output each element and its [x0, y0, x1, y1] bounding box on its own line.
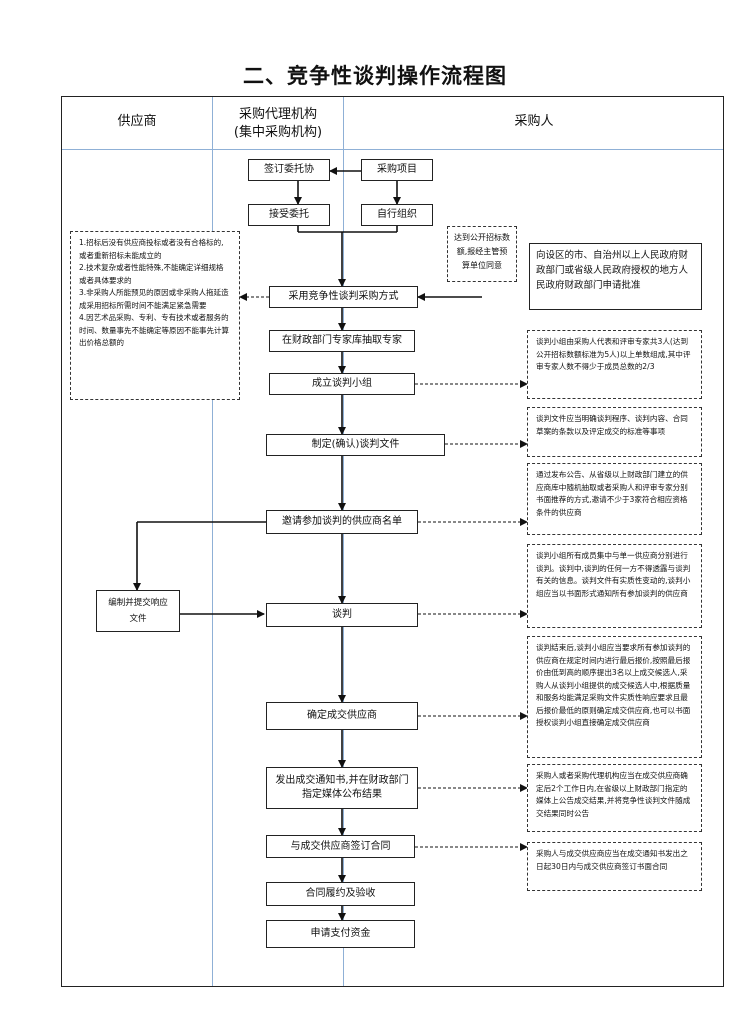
- lane-header-divider: [62, 149, 723, 150]
- step-procurement-project[interactable]: 采购项目: [361, 159, 433, 181]
- step-accept-entrust[interactable]: 接受委托: [248, 204, 330, 226]
- step-perform-accept[interactable]: 合同履约及验收: [266, 882, 415, 906]
- lane-header-agency-line2: (集中采购机构): [233, 125, 323, 140]
- lane-header-purchaser: 采购人: [514, 114, 554, 129]
- lane-header-agency-line1: 采购代理机构: [238, 107, 317, 122]
- note-group-composition: 谈判小组由采购人代表和评审专家共3人(达到公开招标数额标准为5人)以上单数组成,…: [527, 330, 702, 399]
- step-apply-payment[interactable]: 申请支付资金: [266, 920, 415, 948]
- step-sign-entrust[interactable]: 签订委托协: [248, 159, 330, 181]
- note-approval: 向设区的市、自治州以上人民政府财政部门或省级人民政府授权的地方人民政府财政部门申…: [529, 243, 702, 310]
- step-negotiate[interactable]: 谈判: [266, 603, 418, 627]
- note-final-offer: 谈判结束后,谈判小组应当要求所有参加谈判的供应商在规定时间内进行最后报价,按照最…: [527, 636, 702, 758]
- lane-divider-1: [212, 97, 213, 986]
- condition-1: 1.招标后没有供应商投标或者没有合格标的,或者重新招标未能成立的: [79, 238, 224, 260]
- lane-header-supplier: 供应商: [117, 114, 157, 129]
- step-adopt-method[interactable]: 采用竞争性谈判采购方式: [269, 286, 418, 308]
- condition-3: 3.非采购人所能预见的原因或非采购人拖延造成采用招标所需时间不能满足紧急需要: [79, 288, 229, 310]
- step-self-organize[interactable]: 自行组织: [361, 204, 433, 226]
- lane-header-agency: 采购代理机构 (集中采购机构): [213, 106, 343, 142]
- note-announcement: 采购人或者采购代理机构应当在成交供应商确定后2个工作日内,在省级以上财政部门指定…: [527, 764, 702, 832]
- note-supplier-selection: 通过发布公告、从省级以上财政部门建立的供应商库中随机抽取或者采购人和评审专家分别…: [527, 463, 702, 535]
- note-negotiation-rules: 谈判小组所有成员集中与单一供应商分别进行谈判。谈判中,谈判的任何一方不得透露与谈…: [527, 544, 702, 628]
- note-budget-threshold: 达到公开招标数额,报经主管预算单位同意: [447, 226, 517, 282]
- note-document-content: 谈判文件应当明确谈判程序、谈判内容、合同草案的条款以及评定成交的标准等事项: [527, 407, 702, 457]
- step-prepare-response[interactable]: 编制并提交响应文件: [96, 590, 180, 632]
- step-extract-experts[interactable]: 在财政部门专家库抽取专家: [269, 330, 415, 352]
- step-determine-supplier[interactable]: 确定成交供应商: [266, 702, 418, 730]
- step-make-document[interactable]: 制定(确认)谈判文件: [266, 434, 445, 456]
- condition-4: 4.因艺术品采购、专利、专有技术或者服务的时间、数量事先不能确定等原因不能事先计…: [79, 313, 229, 347]
- step-invite-suppliers[interactable]: 邀请参加谈判的供应商名单: [266, 510, 418, 534]
- step-form-group[interactable]: 成立谈判小组: [269, 373, 415, 395]
- step-sign-contract[interactable]: 与成交供应商签订合同: [266, 835, 415, 858]
- conditions-box: 1.招标后没有供应商投标或者没有合格标的,或者重新招标未能成立的 2.技术复杂或…: [70, 231, 240, 400]
- note-contract-deadline: 采购人与成交供应商应当在成交通知书发出之日起30日内与成交供应商签订书面合同: [527, 842, 702, 891]
- condition-2: 2.技术复杂或者性能特殊,不能确定详细规格或者具体要求的: [79, 263, 224, 285]
- swimlane-frame: [61, 96, 724, 987]
- lane-divider-2: [343, 97, 344, 986]
- page-title: 二、竞争性谈判操作流程图: [243, 64, 507, 88]
- step-issue-notice[interactable]: 发出成交通知书,并在财政部门指定媒体公布结果: [266, 767, 418, 809]
